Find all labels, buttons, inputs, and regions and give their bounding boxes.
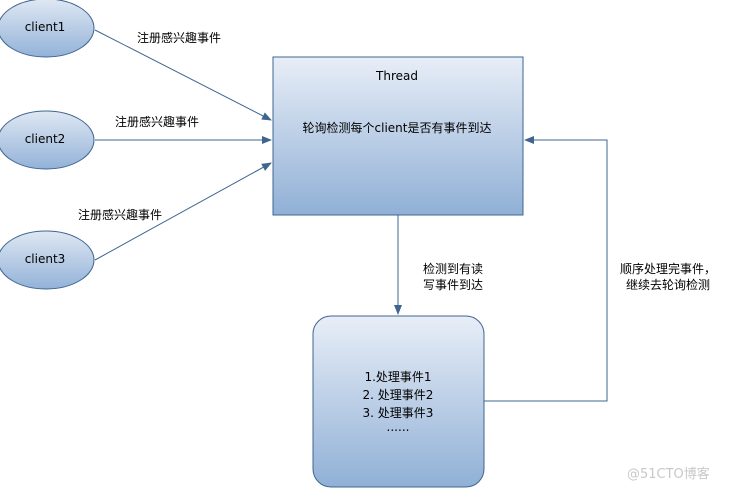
client2-node — [0, 110, 95, 170]
client3-label: client3 — [24, 252, 66, 266]
edge-label-return-1: 顺序处理完事件， — [620, 262, 717, 276]
thread-text: 轮询检测每个client是否有事件到达 — [302, 121, 492, 135]
thread-node — [272, 56, 524, 216]
thread-title: Thread — [376, 69, 418, 83]
client2-label: client2 — [24, 132, 66, 146]
watermark: @51CTO博客 — [627, 467, 710, 482]
arrow-client3-thread — [94, 162, 272, 261]
process-item: 3. 处理事件3 — [362, 406, 434, 420]
edge-label-detected-1: 检测到有读 — [423, 262, 484, 276]
client1-label: client1 — [24, 20, 66, 34]
arrow-client1-thread — [94, 29, 272, 121]
process-item: ...... — [386, 420, 410, 434]
process-item: 2. 处理事件2 — [362, 388, 434, 402]
client1-node — [0, 0, 95, 58]
process-item: 1.处理事件1 — [364, 370, 432, 384]
edge-label-client2: 注册感兴趣事件 — [115, 115, 200, 129]
edge-label-client3: 注册感兴趣事件 — [78, 208, 163, 222]
arrow-process-thread — [484, 136, 608, 402]
edge-label-detected-2: 写事件到达 — [423, 278, 484, 292]
client3-node — [0, 230, 95, 290]
edge-label-client1: 注册感兴趣事件 — [137, 31, 222, 45]
edge-label-return-2: 继续去轮询检测 — [626, 278, 711, 292]
